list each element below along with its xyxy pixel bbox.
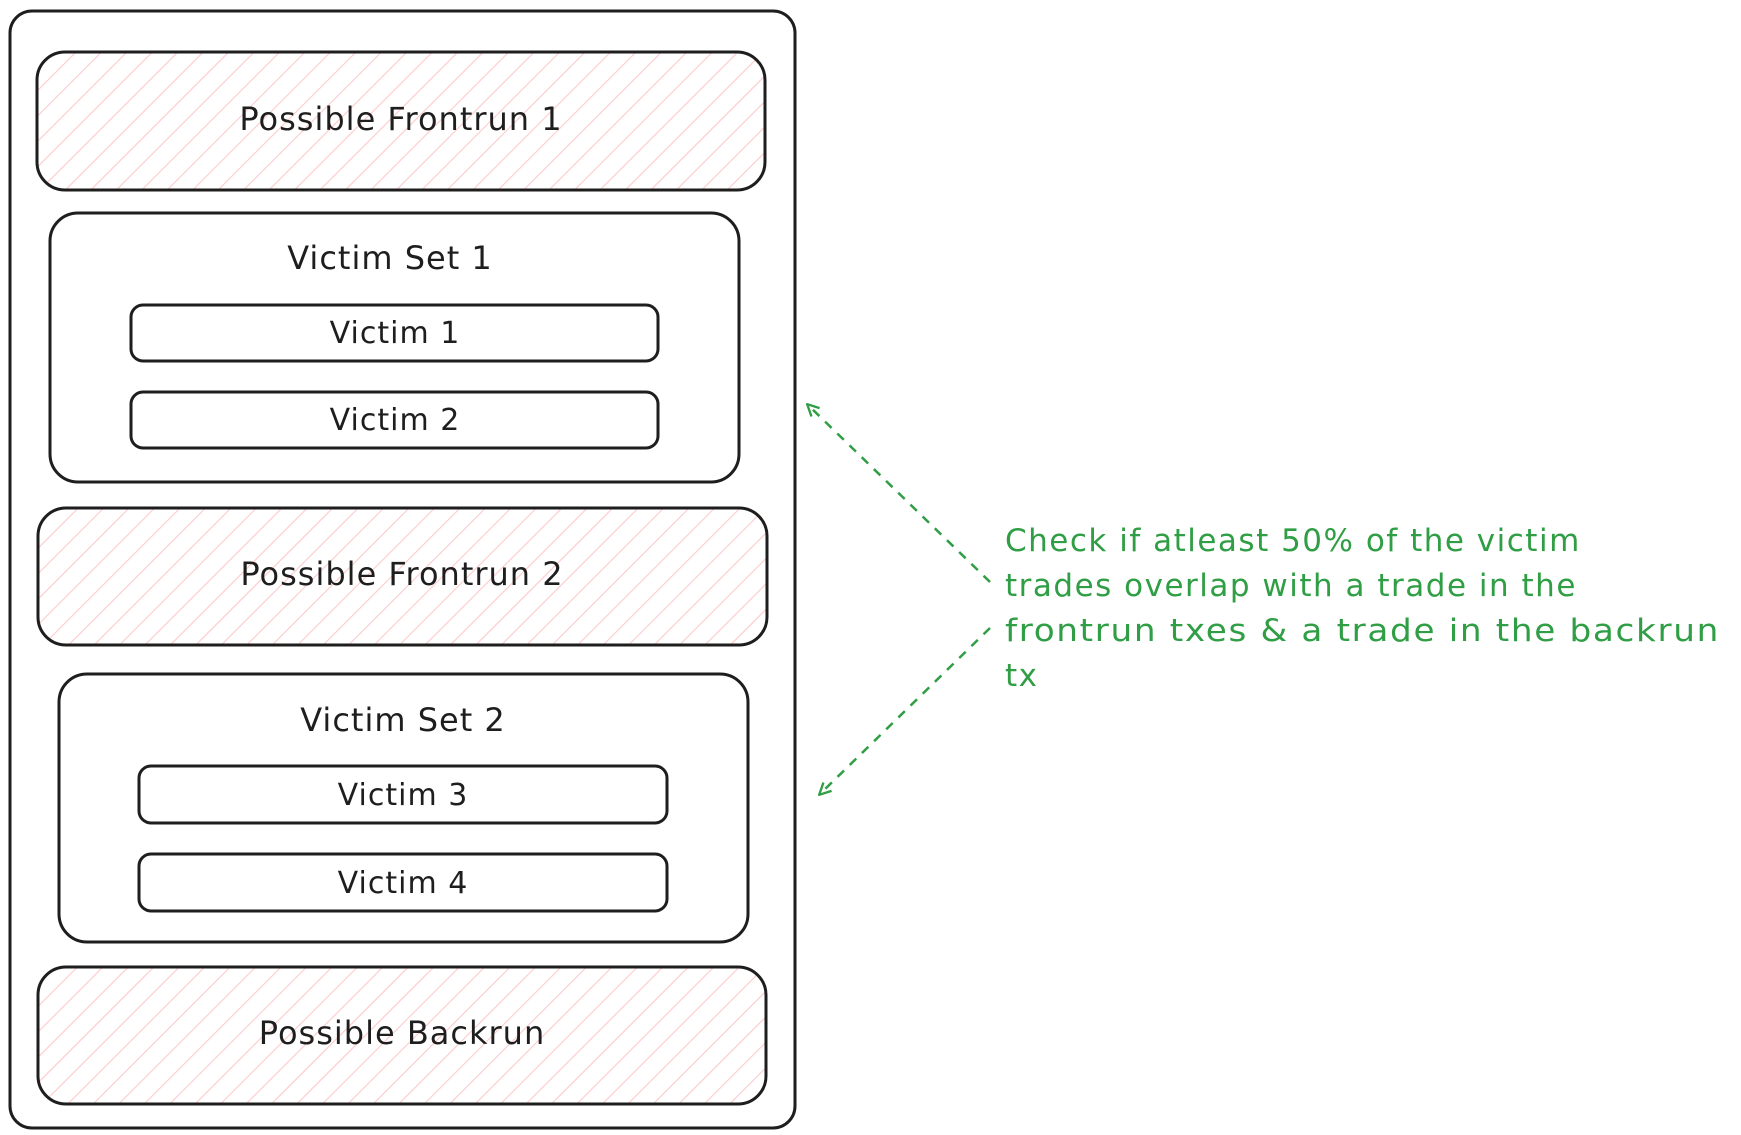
frontrun-1-box: Possible Frontrun 1	[35, 50, 767, 192]
frontrun-2-box: Possible Frontrun 2	[36, 506, 769, 647]
victim-3-box: Victim 3	[137, 764, 669, 825]
arrow-to-victim-set-2	[820, 627, 991, 794]
annotation-line-4: tx	[1005, 658, 1039, 694]
annotation-line-3: frontrun txes & a trade in the backrun	[1005, 613, 1720, 649]
victim-3-label: Victim 3	[338, 778, 469, 813]
victim-4-box: Victim 4	[137, 852, 669, 913]
victim-set-2-title: Victim Set 2	[300, 701, 506, 739]
annotation-note: Check if atleast 50% of the victim trade…	[1005, 523, 1720, 694]
victim-set-1-box: Victim Set 1 Victim 1 Victim 2	[48, 211, 741, 484]
block-container	[8, 9, 797, 1130]
annotation-line-2: trades overlap with a trade in the	[1005, 568, 1577, 604]
victim-2-label: Victim 2	[330, 403, 461, 438]
victim-1-box: Victim 1	[129, 303, 660, 363]
frontrun-2-label: Possible Frontrun 2	[240, 555, 563, 593]
arrow-to-victim-set-1	[808, 405, 991, 583]
backrun-label: Possible Backrun	[259, 1014, 545, 1052]
victim-2-box: Victim 2	[129, 390, 660, 450]
victim-set-2-box: Victim Set 2 Victim 3 Victim 4	[57, 672, 750, 944]
victim-set-1-title: Victim Set 1	[287, 239, 493, 277]
victim-1-label: Victim 1	[330, 316, 461, 351]
frontrun-1-label: Possible Frontrun 1	[239, 100, 562, 138]
victim-4-label: Victim 4	[338, 866, 469, 901]
backrun-box: Possible Backrun	[36, 965, 768, 1106]
annotation-line-1: Check if atleast 50% of the victim	[1005, 523, 1581, 559]
